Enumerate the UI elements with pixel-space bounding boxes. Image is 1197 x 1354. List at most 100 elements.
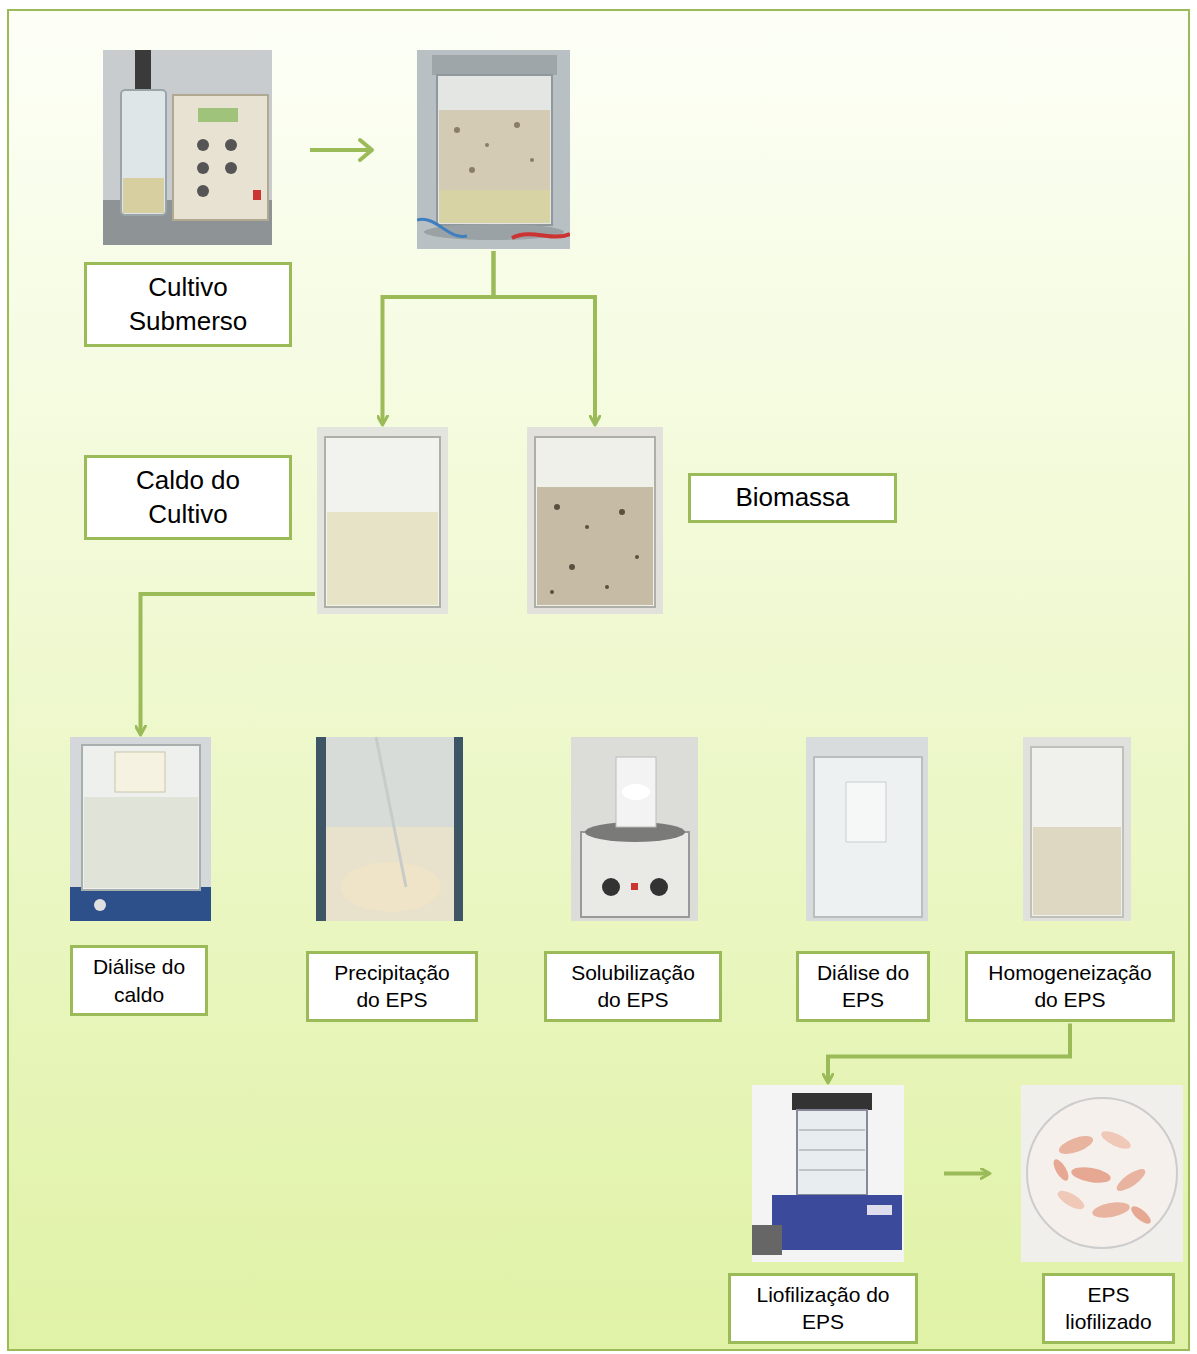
process-step: Biomassa xyxy=(527,427,897,614)
process-step: Diálise do caldo xyxy=(70,737,211,1015)
illustration-part xyxy=(535,437,655,607)
illustration-part xyxy=(360,140,372,160)
illustration-part xyxy=(797,1110,867,1195)
lyophilized-eps-photo xyxy=(1021,1085,1183,1262)
illustration-part xyxy=(799,1170,865,1171)
step-label: Diálise do EPS xyxy=(807,959,919,1014)
eps-dialysis-photo xyxy=(806,737,928,921)
illustration-part xyxy=(602,878,620,896)
illustration-part xyxy=(1091,1200,1131,1220)
illustration-part xyxy=(469,167,475,173)
illustration-part xyxy=(792,1093,872,1110)
process-step: EPS liofilizado xyxy=(1021,1085,1183,1342)
illustration-part xyxy=(752,1225,782,1255)
illustration-part xyxy=(846,782,886,842)
illustration-part xyxy=(1055,1187,1087,1212)
illustration-part xyxy=(569,564,575,570)
illustration-part xyxy=(417,50,570,249)
illustration-part xyxy=(514,122,520,128)
illustration-part xyxy=(527,427,663,614)
illustration-part xyxy=(485,143,489,147)
illustration-part xyxy=(550,590,554,594)
panel xyxy=(8,10,1189,1350)
illustration-part xyxy=(1129,1203,1154,1226)
illustration-part xyxy=(82,745,200,890)
illustration-part xyxy=(310,148,370,152)
illustration-part xyxy=(135,50,151,92)
process-step: Caldo do Cultivo xyxy=(84,427,448,614)
flow-arrow xyxy=(828,1024,1070,1083)
illustration-part xyxy=(622,784,650,800)
illustration-part xyxy=(1057,1132,1096,1157)
illustration-part xyxy=(616,757,656,827)
illustration-part xyxy=(439,110,550,190)
process-step: Precipitação do EPS xyxy=(306,737,478,1020)
flow-arrow xyxy=(494,251,596,424)
illustration-part xyxy=(341,862,441,912)
illustration-part xyxy=(512,234,570,238)
homogenization-photo xyxy=(1023,737,1131,921)
illustration-part xyxy=(437,75,552,225)
illustration-part xyxy=(530,158,534,162)
illustration-part xyxy=(316,737,463,921)
process-step: Homogeneização do EPS xyxy=(965,737,1175,1020)
step-label: Diálise do caldo xyxy=(82,953,197,1008)
illustration-part xyxy=(326,827,454,921)
step-label-box: Cultivo Submerso xyxy=(84,262,292,347)
illustration-part xyxy=(1114,1165,1149,1194)
illustration-part xyxy=(103,50,272,245)
illustration-part xyxy=(605,585,609,589)
illustration-part xyxy=(70,887,211,921)
illustration-part xyxy=(814,757,922,917)
illustration-part xyxy=(1033,827,1121,915)
illustration-part xyxy=(173,95,268,220)
step-label-box: Homogeneização do EPS xyxy=(965,951,1175,1022)
bioreactor-photo xyxy=(103,50,272,245)
step-label-box: Liofilização do EPS xyxy=(728,1273,918,1344)
illustration-part xyxy=(121,90,166,215)
illustration-part xyxy=(454,127,460,133)
illustration-part xyxy=(799,1150,865,1151)
process-step: Cultivo Submerso xyxy=(84,50,572,347)
step-label: Cultivo Submerso xyxy=(98,271,278,339)
process-step: Liofilização do EPS xyxy=(730,1085,916,1342)
illustration-part xyxy=(376,737,406,887)
illustration-part xyxy=(417,219,467,236)
step-label: Caldo do Cultivo xyxy=(98,464,278,532)
broth-dialysis-photo xyxy=(70,737,211,921)
illustration-part xyxy=(1027,1098,1177,1248)
lyophilizer-photo xyxy=(752,1085,904,1262)
illustration-part xyxy=(1023,737,1131,921)
precipitation-photo xyxy=(316,737,463,921)
illustration-part xyxy=(537,487,653,605)
illustration-part xyxy=(1051,1157,1072,1183)
step-label: Biomassa xyxy=(735,481,849,515)
illustration-part xyxy=(619,509,625,515)
illustration-part xyxy=(94,899,106,911)
step-label-box: Biomassa xyxy=(688,473,897,523)
illustration-part xyxy=(772,1195,902,1250)
illustration-part xyxy=(317,427,448,614)
illustration-part xyxy=(225,162,237,174)
illustration-part xyxy=(1070,1165,1112,1186)
illustration-part xyxy=(439,190,550,223)
biomass-photo xyxy=(527,427,663,614)
illustration-part xyxy=(197,162,209,174)
illustration-part xyxy=(197,139,209,151)
decor-arrow xyxy=(310,140,372,160)
illustration-part xyxy=(326,737,454,921)
solubilization-photo xyxy=(571,737,698,921)
process-step: Solubilização do EPS xyxy=(544,737,722,1020)
illustration-part xyxy=(253,190,261,200)
flow-arrow xyxy=(944,1172,989,1176)
illustration-part xyxy=(571,737,698,921)
illustration-part xyxy=(581,832,689,917)
illustration-part xyxy=(424,224,564,240)
step-label-box: Diálise do caldo xyxy=(70,945,208,1016)
process-step: Diálise do EPS xyxy=(797,737,929,1020)
step-label: EPS liofilizado xyxy=(1053,1281,1165,1336)
illustration-part xyxy=(70,737,211,921)
step-label: Precipitação do EPS xyxy=(322,959,462,1014)
illustration-part xyxy=(635,555,639,559)
